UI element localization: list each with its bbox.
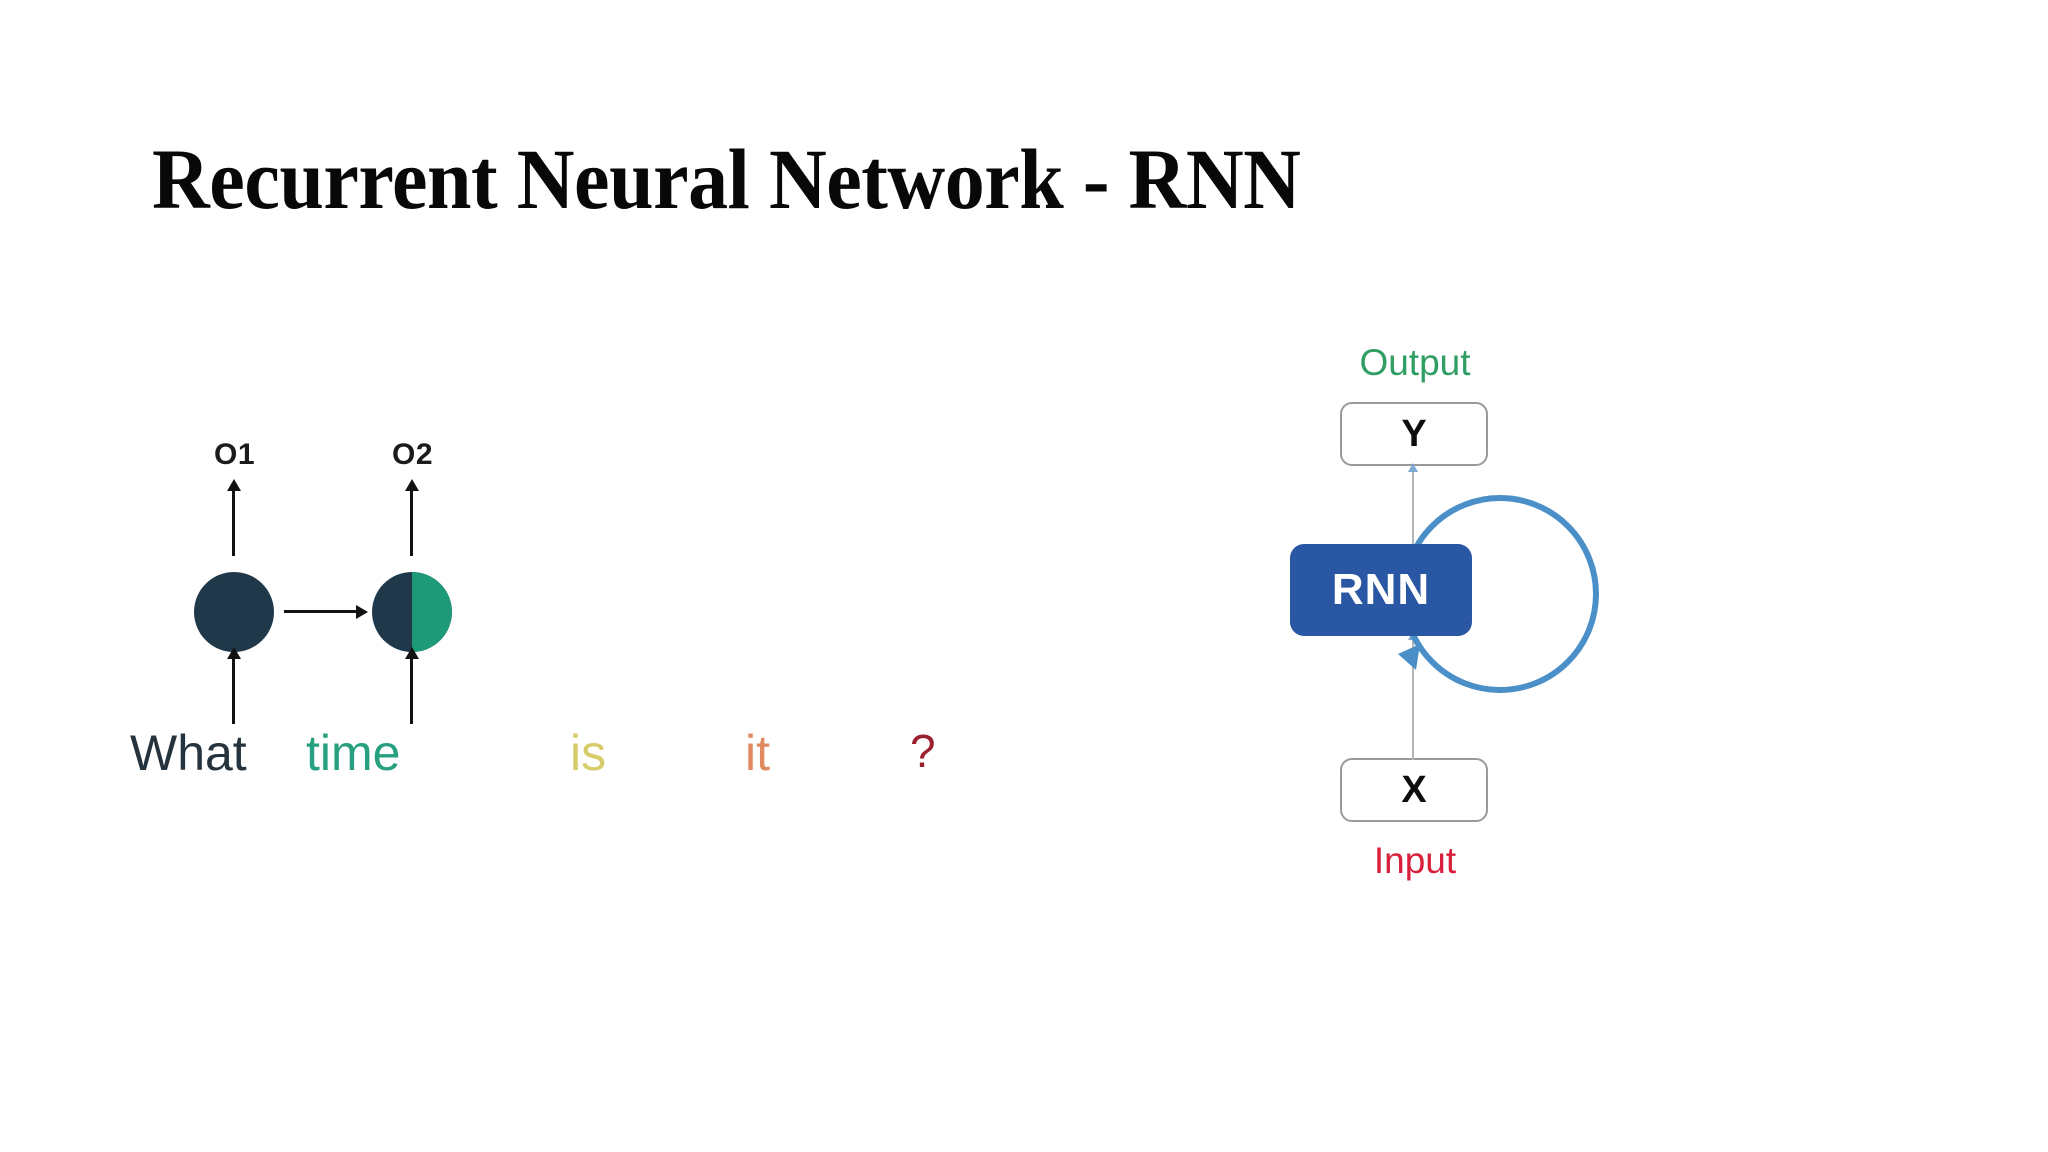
output-box-y: Y	[1340, 402, 1488, 466]
rnn-node-2-green-half	[412, 572, 452, 652]
unrolled-rnn-diagram: O1 O2 What time is it ?	[120, 400, 960, 820]
sentence-word-what: What	[130, 725, 247, 781]
arrow-word2-to-node2-icon	[404, 647, 419, 724]
sentence-word-it: it	[745, 725, 770, 781]
output-label: Output	[1359, 342, 1471, 383]
rnn-node-2	[372, 572, 452, 652]
output-label-o2: O2	[392, 438, 434, 471]
arrow-node1-to-node2-icon	[284, 604, 368, 619]
output-label-o1: O1	[214, 438, 256, 471]
page-title: Recurrent Neural Network - RNN	[152, 131, 1301, 227]
arrow-node1-to-o1-icon	[226, 479, 241, 556]
rnn-cell-block: RNN	[1290, 544, 1472, 636]
input-box-x: X	[1340, 758, 1488, 822]
sentence-word-time: time	[306, 725, 401, 781]
arrow-rnn-to-y-icon	[1408, 463, 1418, 546]
sentence-word-is: is	[570, 725, 607, 781]
arrow-word1-to-node1-icon	[226, 647, 241, 724]
arrow-node2-to-o2-icon	[404, 479, 419, 556]
rnn-node-1	[194, 572, 274, 652]
input-label: Input	[1373, 840, 1457, 881]
sentence-word-question-mark: ?	[910, 725, 936, 777]
folded-rnn-diagram: Output Y RNN X Input	[1290, 330, 1730, 910]
